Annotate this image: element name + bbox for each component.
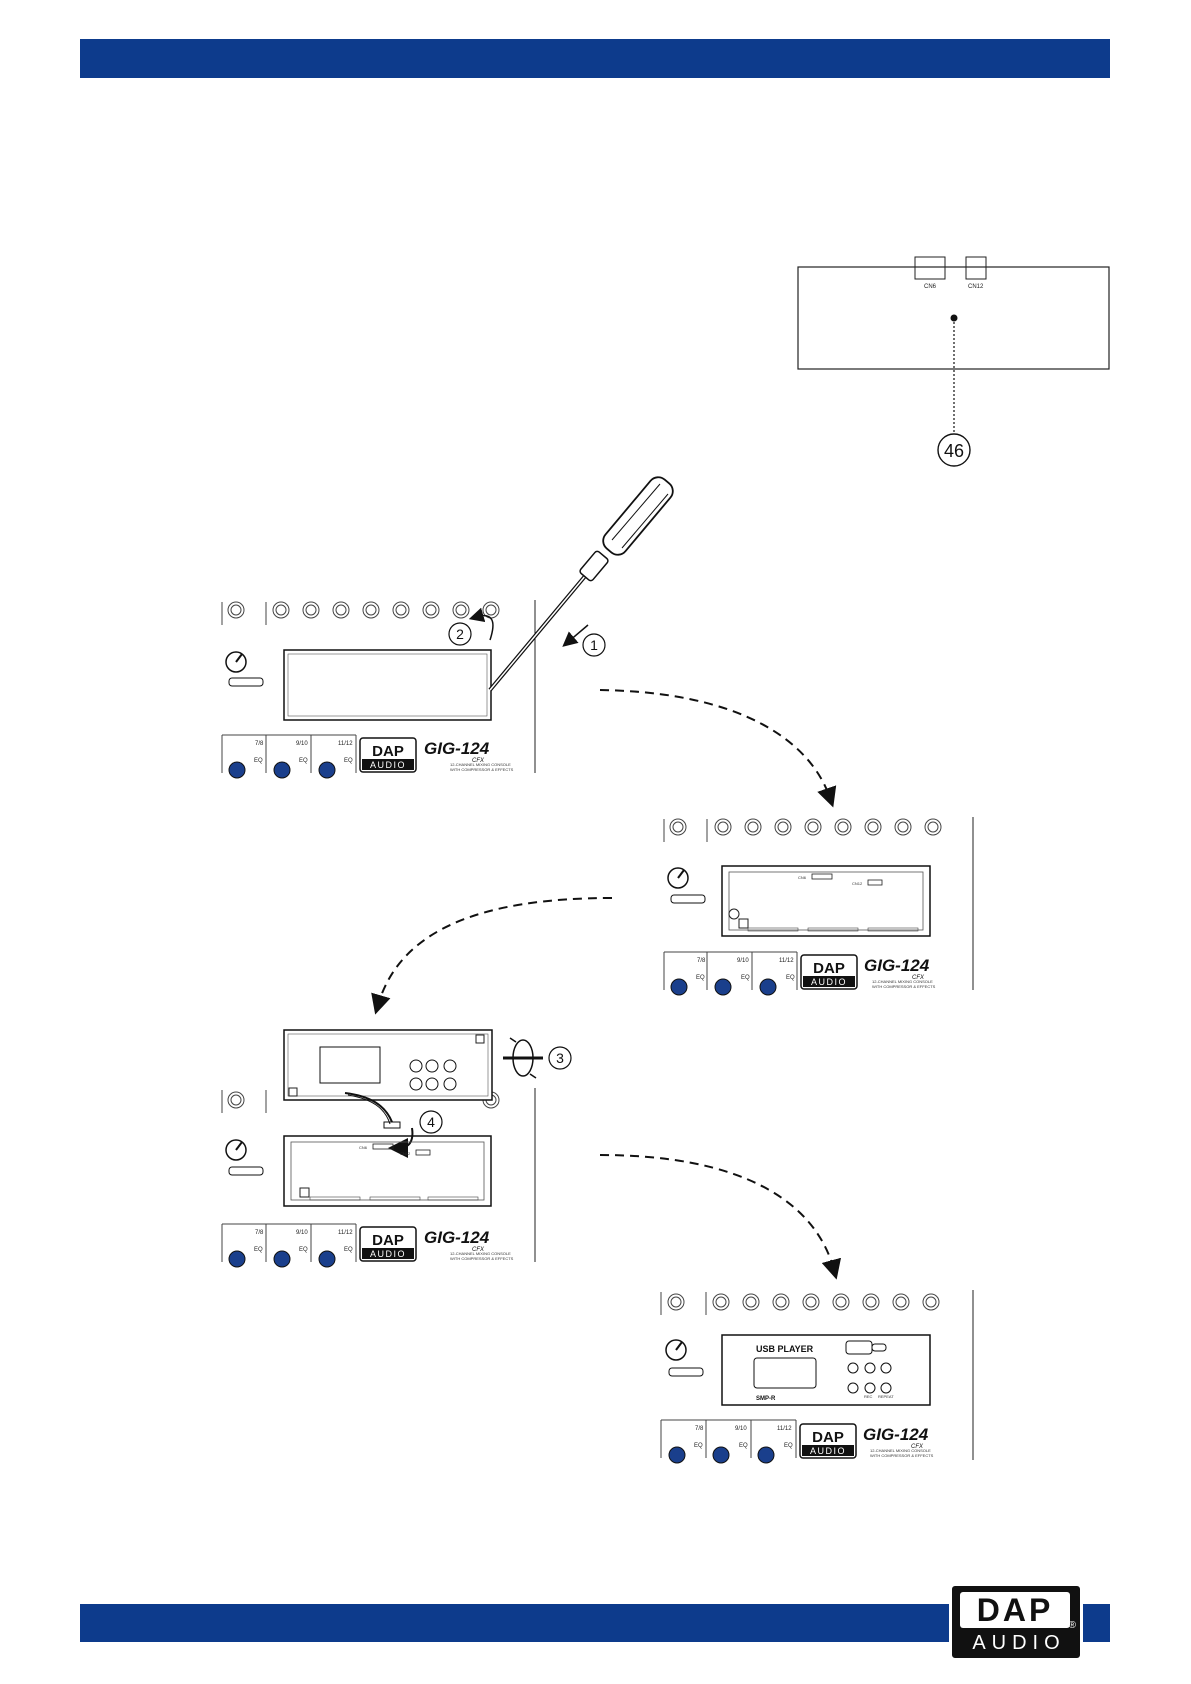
panel-step-3-4: 3 4 CN6 CN12 7/8 9/10 11/12 EQ EQ EQ bbox=[221, 1029, 572, 1268]
svg-text:AUDIO: AUDIO bbox=[370, 1249, 406, 1259]
callout-2: 2 bbox=[456, 626, 464, 642]
callout-3: 3 bbox=[556, 1050, 564, 1066]
svg-text:EQ: EQ bbox=[299, 1247, 308, 1253]
svg-text:AUDIO: AUDIO bbox=[811, 977, 847, 987]
svg-text:EQ: EQ bbox=[254, 1247, 263, 1253]
svg-text:11/12: 11/12 bbox=[779, 958, 794, 964]
svg-text:DAP: DAP bbox=[812, 1429, 844, 1446]
svg-text:11/12: 11/12 bbox=[338, 1230, 353, 1236]
svg-text:12-CHANNEL MIXING CONSOLE: 12-CHANNEL MIXING CONSOLE bbox=[450, 762, 511, 767]
svg-text:CN12: CN12 bbox=[400, 1151, 411, 1156]
callout-4: 4 bbox=[427, 1114, 435, 1130]
svg-text:9/10: 9/10 bbox=[296, 1230, 308, 1236]
svg-text:EQ: EQ bbox=[694, 1443, 703, 1449]
dap-audio-logo: DAP ® AUDIO bbox=[949, 1583, 1083, 1661]
svg-text:7/8: 7/8 bbox=[695, 1426, 704, 1432]
svg-text:11/12: 11/12 bbox=[338, 741, 353, 747]
svg-text:CN6: CN6 bbox=[798, 875, 807, 880]
svg-text:GIG-124: GIG-124 bbox=[424, 1228, 490, 1247]
svg-text:EQ: EQ bbox=[741, 975, 750, 981]
svg-text:REC: REC bbox=[864, 1394, 873, 1399]
callout-46-circle bbox=[937, 433, 971, 467]
svg-text:WITH COMPRESSOR & EFFECTS: WITH COMPRESSOR & EFFECTS bbox=[872, 984, 936, 989]
svg-text:12-CHANNEL MIXING CONSOLE: 12-CHANNEL MIXING CONSOLE bbox=[870, 1448, 931, 1453]
svg-text:WITH COMPRESSOR & EFFECTS: WITH COMPRESSOR & EFFECTS bbox=[450, 1256, 514, 1261]
svg-text:11/12: 11/12 bbox=[777, 1426, 792, 1432]
svg-text:SMP-R: SMP-R bbox=[756, 1396, 776, 1402]
callout-46: 46 bbox=[944, 441, 964, 461]
svg-text:9/10: 9/10 bbox=[737, 958, 749, 964]
svg-text:WITH COMPRESSOR & EFFECTS: WITH COMPRESSOR & EFFECTS bbox=[870, 1453, 934, 1458]
svg-text:CN12: CN12 bbox=[852, 881, 863, 886]
svg-text:7/8: 7/8 bbox=[697, 958, 706, 964]
usb-player-title: USB PLAYER bbox=[756, 1344, 814, 1354]
callout-1: 1 bbox=[590, 637, 598, 653]
svg-text:GIG-124: GIG-124 bbox=[863, 1425, 929, 1444]
cn12-label: CN12 bbox=[968, 284, 984, 290]
logo-registered: ® bbox=[1068, 1620, 1076, 1631]
svg-text:12-CHANNEL MIXING CONSOLE: 12-CHANNEL MIXING CONSOLE bbox=[872, 979, 933, 984]
svg-text:DAP: DAP bbox=[372, 1232, 404, 1249]
svg-text:12-CHANNEL MIXING CONSOLE: 12-CHANNEL MIXING CONSOLE bbox=[450, 1251, 511, 1256]
board-detail: CN6 CN12 46 bbox=[797, 256, 1110, 467]
svg-text:AUDIO: AUDIO bbox=[370, 760, 406, 770]
svg-text:CFX: CFX bbox=[911, 1444, 924, 1450]
svg-text:EQ: EQ bbox=[786, 975, 795, 981]
footer-bar bbox=[80, 1604, 1110, 1642]
panel-step-1-2: 2 1 7/8 9/10 11/12 EQ EQ EQ DAP AUDIO GI… bbox=[221, 476, 674, 779]
svg-text:DAP: DAP bbox=[813, 960, 845, 977]
svg-text:DAP: DAP bbox=[372, 743, 404, 760]
svg-text:EQ: EQ bbox=[784, 1443, 793, 1449]
svg-text:9/10: 9/10 bbox=[296, 741, 308, 747]
svg-text:EQ: EQ bbox=[696, 975, 705, 981]
svg-text:AUDIO: AUDIO bbox=[810, 1446, 846, 1456]
svg-text:7/8: 7/8 bbox=[255, 741, 264, 747]
logo-brand: DAP bbox=[960, 1592, 1070, 1628]
svg-text:7/8: 7/8 bbox=[255, 1230, 264, 1236]
panel-board-exposed: CN6 CN12 7/8 9/10 11/12 EQ EQ EQ DAP AUD… bbox=[663, 817, 974, 996]
svg-text:CFX: CFX bbox=[472, 758, 485, 764]
svg-text:WITH COMPRESSOR & EFFECTS: WITH COMPRESSOR & EFFECTS bbox=[450, 767, 514, 772]
header-bar bbox=[80, 39, 1110, 78]
svg-text:REPEAT: REPEAT bbox=[878, 1394, 894, 1399]
logo-sub: AUDIO bbox=[972, 1632, 1066, 1654]
svg-text:9/10: 9/10 bbox=[735, 1426, 747, 1432]
svg-text:GIG-124: GIG-124 bbox=[864, 956, 930, 975]
svg-text:EQ: EQ bbox=[254, 758, 263, 764]
svg-text:GIG-124: GIG-124 bbox=[424, 739, 490, 758]
svg-text:EQ: EQ bbox=[299, 758, 308, 764]
svg-text:EQ: EQ bbox=[344, 758, 353, 764]
svg-text:CFX: CFX bbox=[912, 975, 925, 981]
cn6-label: CN6 bbox=[924, 284, 937, 290]
panel-installed: USB PLAYER SMP-R REC REPEAT 7/8 9/10 11/… bbox=[660, 1290, 974, 1464]
svg-text:CFX: CFX bbox=[472, 1247, 485, 1253]
svg-text:EQ: EQ bbox=[739, 1443, 748, 1449]
svg-text:CN6: CN6 bbox=[359, 1145, 368, 1150]
svg-text:EQ: EQ bbox=[344, 1247, 353, 1253]
